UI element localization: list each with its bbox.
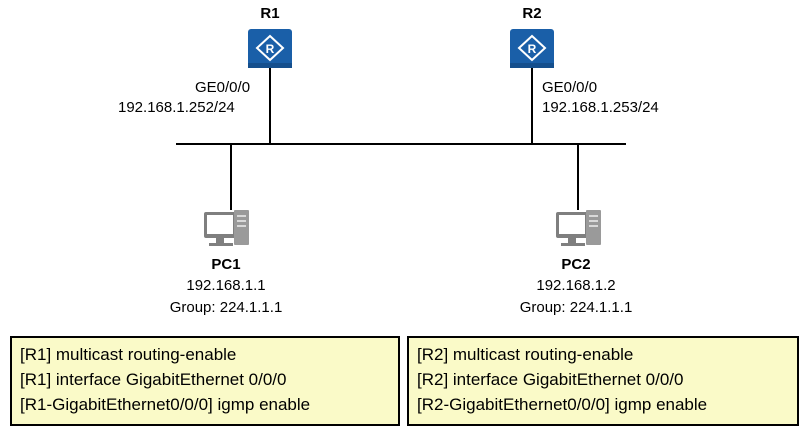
config-line: [R2-GigabitEthernet0/0/0] igmp enable: [417, 395, 708, 414]
svg-text:R: R: [266, 42, 275, 56]
config-line: [R2] multicast routing-enable: [417, 345, 634, 364]
r2-ip-label: 192.168.1.253/24: [542, 99, 659, 116]
config-line: [R2] interface GigabitEthernet 0/0/0: [417, 370, 684, 389]
pc2-group-label: Group: 224.1.1.1: [519, 299, 633, 316]
r1-interface-label: GE0/0/0: [195, 79, 251, 96]
host-name-pc1: PC1: [211, 256, 241, 273]
router-name-r2: R2: [522, 5, 542, 22]
pc-icon: [556, 210, 601, 246]
router-icon: R: [248, 29, 292, 68]
r2-config-box: [R2] multicast routing-enable [R2] inter…: [407, 336, 799, 426]
r2-interface-label: GE0/0/0: [542, 79, 598, 96]
pc1-group-label: Group: 224.1.1.1: [169, 299, 283, 316]
config-line: [R1] interface GigabitEthernet 0/0/0: [20, 370, 287, 389]
pc2-ip-label: 192.168.1.2: [536, 277, 616, 294]
r1-ip-label: 192.168.1.252/24: [118, 99, 235, 116]
svg-text:R: R: [528, 42, 537, 56]
router-name-r1: R1: [260, 5, 280, 22]
r1-config-box: [R1] multicast routing-enable [R1] inter…: [10, 336, 400, 426]
pc1-ip-label: 192.168.1.1: [186, 277, 266, 294]
host-name-pc2: PC2: [561, 256, 591, 273]
config-line: [R1-GigabitEthernet0/0/0] igmp enable: [20, 395, 311, 414]
config-line: [R1] multicast routing-enable: [20, 345, 237, 364]
router-icon: R: [510, 29, 554, 68]
pc-icon: [204, 210, 249, 246]
